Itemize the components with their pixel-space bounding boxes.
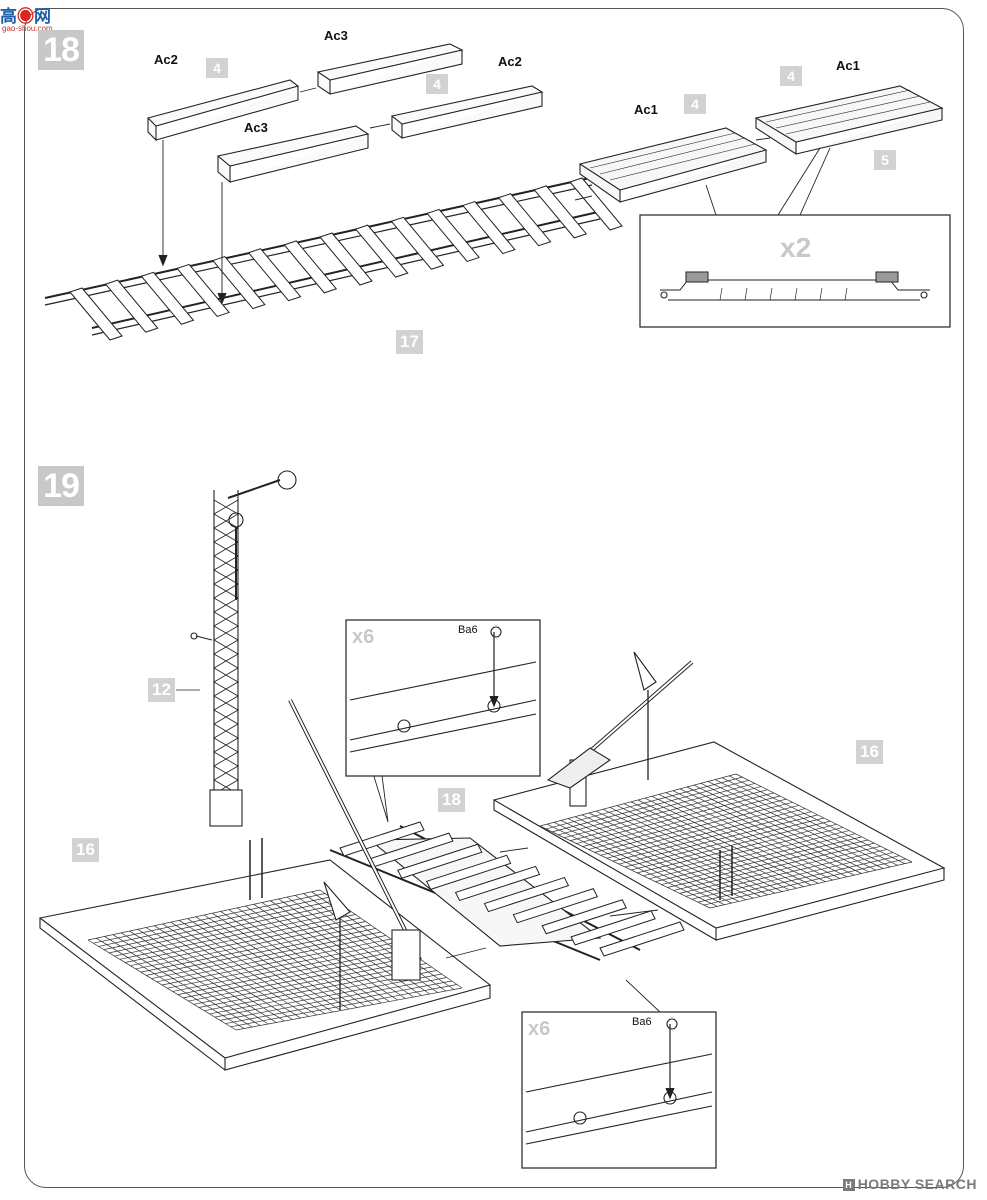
ref-step-17: 17 xyxy=(396,330,423,354)
signal-mast xyxy=(190,470,297,827)
plank-ac2-right xyxy=(390,85,544,140)
label-ac2-left: Ac2 xyxy=(154,52,178,67)
plank-ac3-left xyxy=(216,125,370,184)
plank-ac3-top xyxy=(316,43,464,96)
ref-part-4: 4 xyxy=(206,58,228,78)
ref-part-5: 5 xyxy=(874,150,896,170)
inset-a-part-label: Ba6 xyxy=(458,624,478,636)
logo-subtext: gao-shou.com xyxy=(2,24,53,33)
plank-ac2-left xyxy=(146,79,300,142)
ref-part-4: 4 xyxy=(426,74,448,94)
ref-step-16-left: 16 xyxy=(72,838,99,862)
cobble-pattern-right xyxy=(539,773,913,909)
label-ac2-right: Ac2 xyxy=(498,54,522,69)
board-ac1-left xyxy=(578,127,768,204)
ref-part-4: 4 xyxy=(780,66,802,86)
inset-multiplier: x2 xyxy=(780,232,812,263)
label-ac1-left: Ac1 xyxy=(634,102,658,117)
logo-text: 高◉网 xyxy=(0,7,51,26)
label-ac1-right: Ac1 xyxy=(836,58,860,73)
ref-step-12: 12 xyxy=(148,678,175,702)
ref-step-18: 18 xyxy=(438,788,465,812)
label-ac3-top: Ac3 xyxy=(324,28,348,43)
step-19-badge: 19 xyxy=(38,466,84,506)
ref-part-4: 4 xyxy=(684,94,706,114)
inset-b-part-label: Ba6 xyxy=(632,1016,652,1028)
ref-step-16-right: 16 xyxy=(856,740,883,764)
hobby-search-icon: H xyxy=(842,1179,855,1191)
step-18-badge: 18 xyxy=(38,30,84,70)
inset-a-multiplier: x6 xyxy=(352,626,375,648)
label-ac3-left: Ac3 xyxy=(244,120,268,135)
cobble-pattern-left xyxy=(87,889,463,1031)
page-frame xyxy=(24,8,964,1188)
base-plate-left xyxy=(38,859,492,1059)
inset-b-multiplier: x6 xyxy=(528,1018,551,1040)
crossing-track xyxy=(329,821,685,961)
track-sleepers xyxy=(69,177,623,341)
track-rail xyxy=(44,184,593,306)
